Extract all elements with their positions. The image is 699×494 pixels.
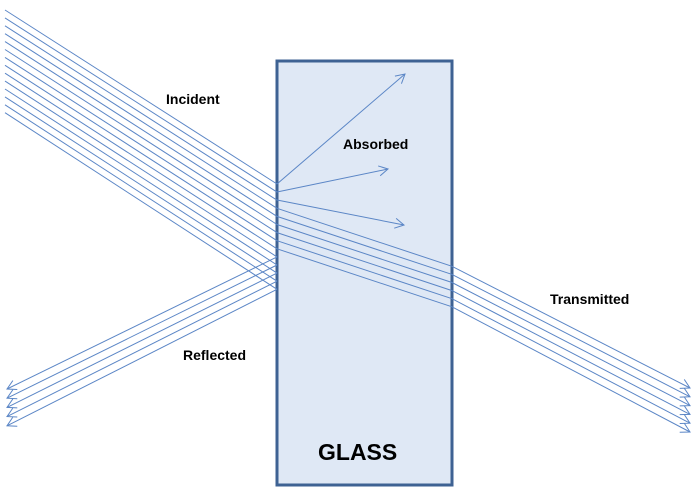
transmitted-ray [276, 248, 691, 433]
incident-ray [4, 17, 278, 193]
transmitted-ray [276, 207, 691, 389]
glass-pane [275, 59, 454, 487]
incident-ray [4, 80, 278, 258]
transmitted-ray [276, 224, 691, 407]
reflected-ray [6, 280, 278, 418]
glass-label: GLASS [318, 439, 398, 465]
transmitted-ray [276, 240, 691, 424]
transmitted-ray [276, 232, 691, 416]
incident-ray [4, 104, 278, 282]
absorbed-label: Absorbed [343, 136, 409, 152]
incident-ray [4, 64, 278, 242]
reflected-ray [6, 272, 278, 409]
incident-ray [4, 41, 278, 217]
absorbed-ray [276, 199, 406, 229]
incident-ray [4, 49, 278, 225]
incident-ray [4, 33, 278, 209]
incident-ray [4, 88, 278, 266]
incident-ray [4, 72, 278, 250]
incident-ray [4, 96, 278, 274]
reflected-ray [6, 288, 278, 427]
incident-label: Incident [166, 91, 220, 107]
reflected-ray [6, 264, 278, 400]
transmitted-label: Transmitted [550, 291, 630, 307]
incident-ray [4, 56, 278, 234]
incident-ray [4, 25, 278, 201]
incident-ray [4, 112, 278, 290]
absorbed-ray [276, 73, 406, 185]
transmitted-ray [276, 215, 691, 398]
incident-ray [4, 9, 278, 185]
absorbed-ray [276, 165, 390, 193]
reflected-ray [6, 256, 278, 391]
reflected-label: Reflected [183, 347, 247, 363]
